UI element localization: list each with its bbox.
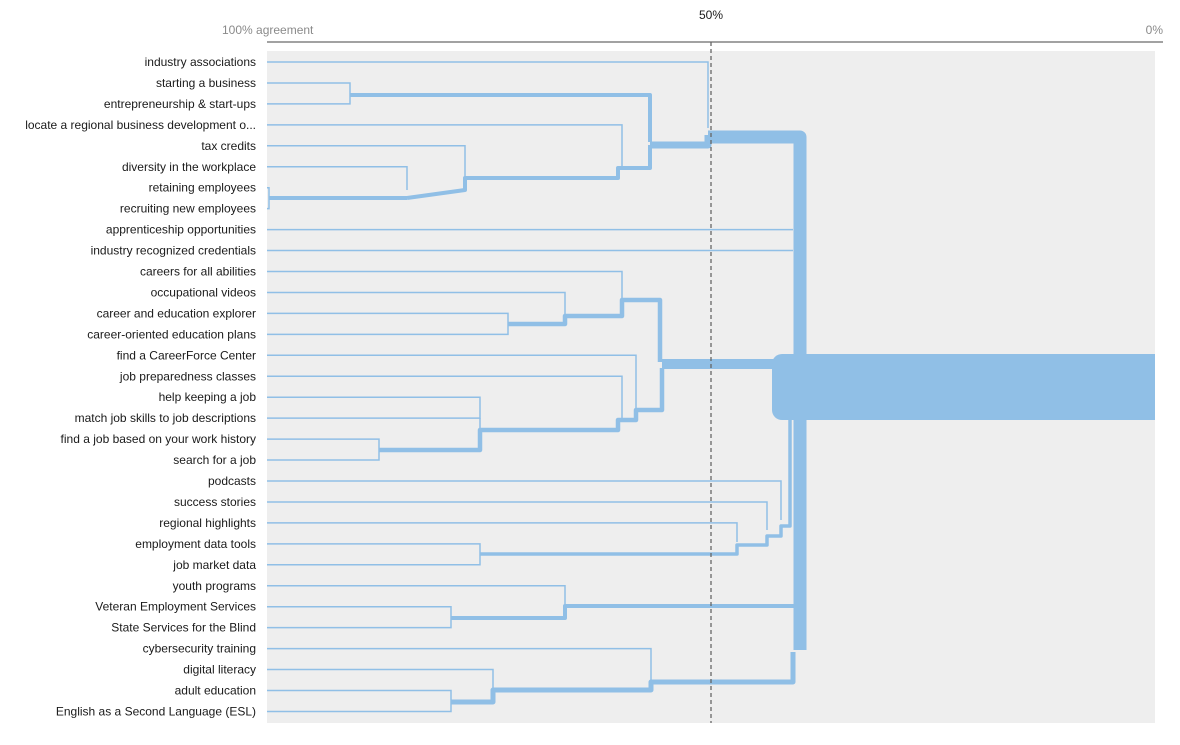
dendrogram-link	[267, 291, 566, 318]
dendrogram-link	[267, 668, 494, 690]
axis-left-label: 100% agreement	[222, 23, 314, 37]
leaf-label: career-oriented education plans	[87, 327, 256, 341]
dendrogram-link	[267, 145, 466, 178]
leaf-label: Veteran Employment Services	[95, 600, 256, 614]
dendrogram-link	[267, 61, 709, 128]
dendrogram-link	[267, 124, 623, 168]
leaf-label: help keeping a job	[159, 390, 257, 404]
leaf-label: job market data	[172, 558, 256, 572]
leaf-label: English as a Second Language (ESL)	[56, 704, 256, 718]
leaf-label: entrepreneurship & start-ups	[104, 97, 256, 111]
dendrogram-link	[350, 93, 652, 142]
dendrogram-link	[267, 375, 623, 420]
dendrogram-link	[267, 270, 623, 300]
leaf-label: match job skills to job descriptions	[75, 411, 256, 425]
leaf-label: cybersecurity training	[143, 642, 256, 656]
dendrogram-link	[267, 585, 566, 605]
dendrogram-link	[267, 501, 768, 530]
dendrogram-link	[267, 480, 782, 520]
axis-right-label: 0%	[1146, 23, 1164, 37]
leaf-label: diversity in the workplace	[122, 160, 256, 174]
leaf-label: careers for all abilities	[140, 265, 256, 279]
root-cluster-block-tail	[810, 354, 1155, 420]
leaf-label: industry associations	[145, 55, 256, 69]
dendrogram-link	[379, 368, 665, 453]
leaf-label: starting a business	[156, 76, 256, 90]
leaf-label: adult education	[175, 684, 256, 698]
dendrogram-link	[508, 297, 663, 362]
dendrogram-link	[406, 145, 652, 200]
dendrogram-link	[267, 166, 408, 190]
leaf-label: apprenticeship opportunities	[106, 223, 256, 237]
leaf-label: success stories	[174, 495, 256, 509]
leaf-label: occupational videos	[151, 285, 256, 299]
leaf-label: industry recognized credentials	[91, 244, 256, 258]
dendrogram-links	[267, 61, 1155, 713]
leaf-label: find a job based on your work history	[61, 432, 256, 446]
dendrogram-link	[267, 647, 652, 680]
dendrogram-link	[451, 652, 796, 705]
leaf-label: search for a job	[173, 453, 256, 467]
leaf-label: digital literacy	[183, 663, 256, 677]
leaf-label: youth programs	[173, 579, 256, 593]
leaf-label: find a CareerForce Center	[117, 348, 256, 362]
leaf-label: State Services for the Blind	[111, 621, 256, 635]
leaf-label: job preparedness classes	[119, 369, 256, 383]
leaf-label: locate a regional business development o…	[25, 118, 256, 132]
leaf-label: recruiting new employees	[120, 202, 256, 216]
leaf-label: career and education explorer	[97, 306, 256, 320]
dendrogram-link	[708, 130, 807, 380]
leaf-label: tax credits	[201, 139, 256, 153]
dendrogram-link	[267, 396, 481, 419]
dendrogram-link	[793, 403, 807, 650]
dendrogram-link	[267, 522, 738, 542]
leaf-label: employment data tools	[135, 537, 256, 551]
dendrogram-link	[451, 604, 795, 620]
axis-mid-label: 50%	[699, 8, 723, 22]
leaf-label: podcasts	[208, 474, 256, 488]
leaf-label: regional highlights	[159, 516, 256, 530]
leaf-label: retaining employees	[149, 181, 256, 195]
dendrogram-link	[480, 410, 792, 556]
dendrogram-link	[267, 354, 637, 410]
